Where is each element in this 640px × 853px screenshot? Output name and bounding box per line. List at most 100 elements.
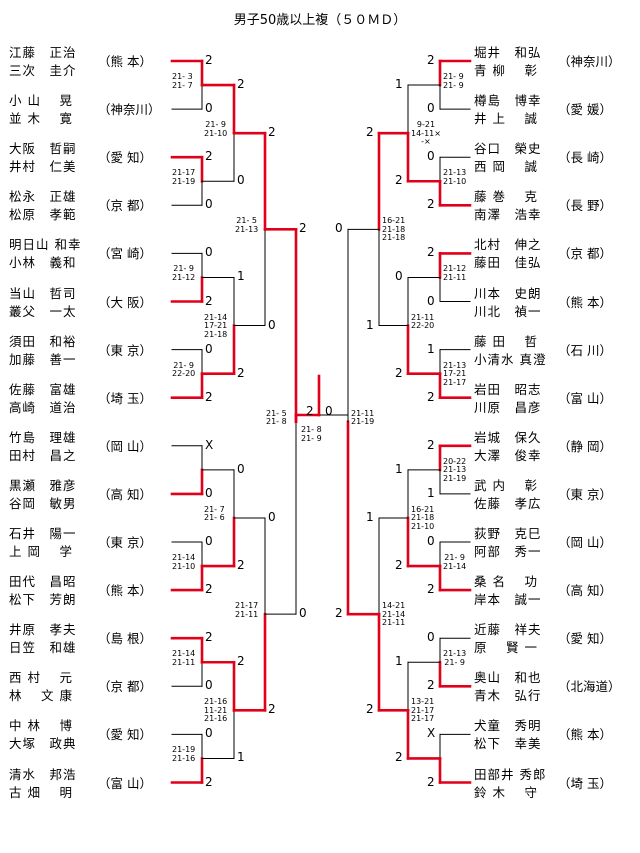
match-score: 0 <box>299 606 307 621</box>
game-scores: 21-14 17-21 21-18 <box>204 312 228 339</box>
match-score: 1 <box>237 269 245 284</box>
prefecture-label: （東 京） <box>98 535 152 550</box>
game-scores: 21-13 21- 9 <box>443 649 467 667</box>
match-score: 1 <box>395 77 403 92</box>
player-name: 川本 史朗 <box>474 285 542 301</box>
player-name: 近藤 祥夫 <box>474 622 542 638</box>
game-scores: 16-21 21-18 21-10 <box>411 504 435 531</box>
match-score: 2 <box>427 197 435 212</box>
prefecture-label: （愛 知） <box>558 631 612 647</box>
player-name: 川原 昌彦 <box>474 399 542 415</box>
player-name: 井原 孝夫 <box>9 622 77 638</box>
prefecture-label: （愛 知） <box>98 727 152 743</box>
prefecture-label: （京 都） <box>98 198 152 214</box>
player-name: 青 柳 彰 <box>474 63 538 78</box>
match-score: 0 <box>427 149 435 164</box>
match-score: X <box>427 726 436 741</box>
player-name: 高崎 道治 <box>9 399 77 415</box>
page-title: 男子50歳以上複（５０ＭＤ） <box>233 13 407 28</box>
game-scores: 21- 9 22-20 <box>172 360 196 379</box>
match-score: 2 <box>205 630 213 645</box>
match-score: 2 <box>205 149 213 164</box>
player-name: 川北 禎一 <box>474 303 542 319</box>
player-name: 竹島 理雄 <box>9 429 77 445</box>
match-score: 1 <box>427 485 435 500</box>
match-score: 2 <box>427 678 435 693</box>
player-name: 西 岡 誠 <box>474 159 538 175</box>
match-score: 2 <box>427 437 435 452</box>
player-name: 明日山 和幸 <box>9 237 82 253</box>
game-scores: 21-17 21-19 <box>172 168 196 186</box>
game-scores: 21- 9 21-10 <box>204 120 228 138</box>
match-score: 2 <box>205 53 213 67</box>
player-name: 江藤 正治 <box>9 45 77 60</box>
game-scores: 21- 9 21-14 <box>443 553 467 571</box>
match-score: 1 <box>366 509 374 524</box>
game-scores: 21-13 21-10 <box>443 168 467 186</box>
game-scores: 21-12 21-11 <box>443 264 467 282</box>
player-name: 谷岡 敏男 <box>9 495 77 511</box>
player-name: 佐藤 富雄 <box>9 381 77 397</box>
match-score: 2 <box>427 245 435 260</box>
player-name: 鈴 木 守 <box>474 784 538 800</box>
player-name: 樽島 博幸 <box>474 93 542 109</box>
match-score: 2 <box>366 125 374 140</box>
player-name: 黒瀬 雅彦 <box>9 477 77 493</box>
game-scores: 21- 8 21- 9 <box>301 425 322 443</box>
player-name: 大塚 政典 <box>9 736 77 752</box>
player-name: 佐藤 孝広 <box>474 495 542 511</box>
prefecture-label: （宮 崎） <box>98 246 152 262</box>
match-score: 0 <box>268 317 276 332</box>
player-name: 原 賢 一 <box>474 640 538 656</box>
match-score: 2 <box>427 774 435 789</box>
game-scores: 21- 7 21- 6 <box>204 504 225 523</box>
game-scores: 16-21 21-18 21-18 <box>382 216 406 243</box>
match-score: 0 <box>205 245 213 260</box>
match-score: 2 <box>237 654 245 669</box>
prefecture-label: （高 知） <box>98 486 152 502</box>
prefecture-label: （富 山） <box>98 775 152 791</box>
player-name: 谷口 榮史 <box>474 141 542 157</box>
player-name: 並 木 寛 <box>9 111 73 127</box>
match-score: 2 <box>268 125 276 140</box>
match-score: 2 <box>237 365 245 380</box>
game-scores: 21-11 22-20 <box>411 312 435 331</box>
player-name: 南澤 浩幸 <box>474 207 542 223</box>
player-name: 田代 昌昭 <box>9 574 77 590</box>
match-score: 0 <box>205 678 213 693</box>
player-name: 加藤 善一 <box>9 351 77 367</box>
player-name: 岩田 昭志 <box>474 381 542 397</box>
prefecture-label: （高 知） <box>558 583 612 599</box>
player-name: 井 上 誠 <box>474 111 538 127</box>
prefecture-label: （愛 媛） <box>558 102 612 118</box>
game-scores: 21-19 21-16 <box>172 745 196 763</box>
player-name: 松永 正雄 <box>9 189 77 205</box>
player-name: 井村 仁美 <box>9 159 77 175</box>
player-name: 小清水 真澄 <box>474 351 547 367</box>
match-score: 2 <box>306 404 314 418</box>
player-name: 林 文 康 <box>9 688 73 704</box>
prefecture-label: （北海道） <box>558 679 621 695</box>
game-scores: 14-21 21-14 21-11 <box>382 601 406 628</box>
player-name: 上 岡 学 <box>9 544 73 559</box>
match-score: 0 <box>427 630 435 645</box>
player-name: 松原 孝範 <box>9 207 77 223</box>
player-name: 藤 巻 克 <box>474 189 538 205</box>
game-scores: 21-11 21-19 <box>351 408 375 427</box>
player-name: 中 林 博 <box>9 718 73 734</box>
game-scores: 9-21 14-11× -× <box>411 120 441 147</box>
player-name: 叢父 一太 <box>9 303 77 319</box>
prefecture-label: （神奈川） <box>558 54 621 69</box>
game-scores: 13-21 21-17 21-17 <box>411 697 435 724</box>
match-score: 0 <box>237 173 245 188</box>
match-score: 0 <box>205 534 213 548</box>
match-score: 2 <box>395 173 403 188</box>
game-scores: 21- 5 21- 8 <box>266 408 287 427</box>
match-score: 2 <box>205 582 213 597</box>
game-scores: 21- 3 21- 7 <box>172 72 193 90</box>
prefecture-label: （熊 本） <box>558 294 612 310</box>
match-score: 2 <box>366 702 374 717</box>
player-name: 西 村 元 <box>9 670 73 686</box>
player-name: 小 山 晃 <box>9 93 73 109</box>
